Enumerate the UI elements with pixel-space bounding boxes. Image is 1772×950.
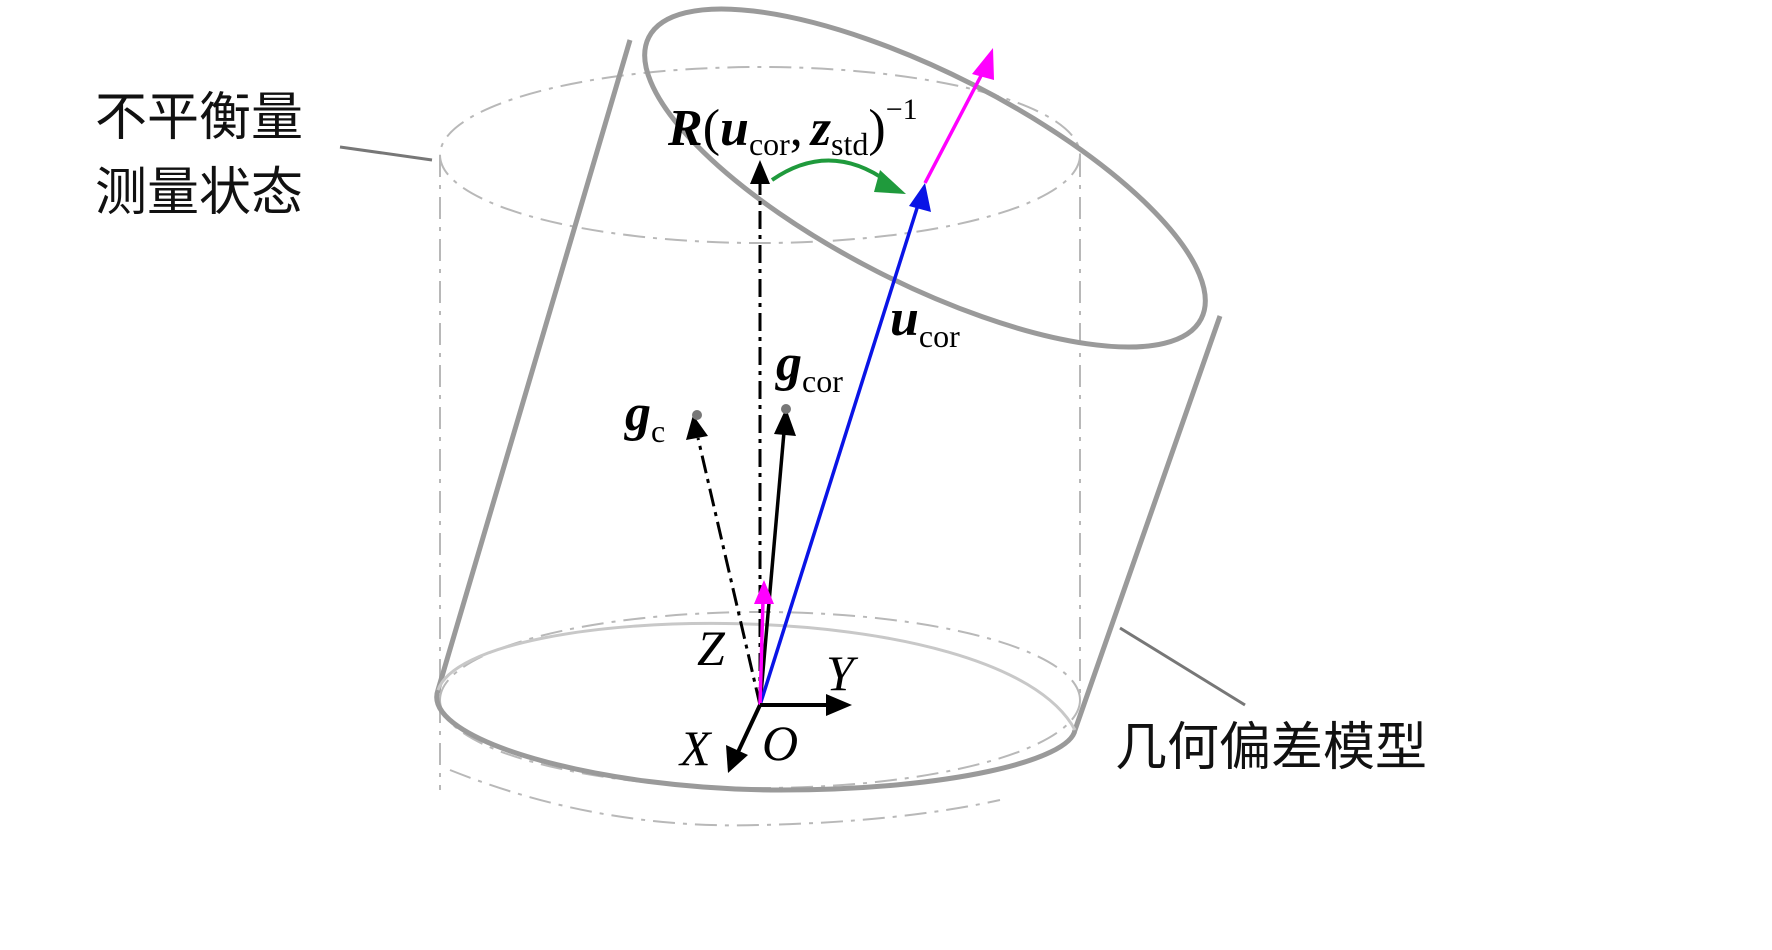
cor-subscript: cor [749,126,790,162]
unbalanced-state-label-line2: 测量状态 [95,163,303,223]
ucor-vector-arrowhead-icon [909,183,931,212]
y-axis-arrowhead-icon [826,694,852,716]
std-subscript: std [831,126,868,162]
geometric-model-label: 几何偏差模型 [1115,718,1427,778]
gcor-vector [758,431,786,706]
x-axis-arrow [736,704,762,753]
gc-vector-arrowhead-icon [686,415,708,440]
magenta-top-arrowhead-icon [972,48,994,80]
ucor-label: ucor [890,290,960,354]
open-paren: ( [703,100,720,157]
gc-subscript: c [651,413,665,449]
gc-vector [696,437,762,706]
geometric-model-leader [1119,626,1246,707]
unbalanced-state-label-line1: 不平衡量 [95,88,303,148]
tilted-deviation-cylinder [434,6,1223,793]
rotation-arc [770,158,890,184]
ucor-subscript: cor [919,318,960,354]
rotation-formula-label: R(ucor,zstd)−1 [667,93,918,162]
gc-label: gc [624,385,665,449]
magenta-origin-arrowhead-icon [754,580,774,604]
unbalanced-state-leader [339,145,433,162]
close-paren: ) [868,100,885,157]
ucor-vector [758,204,920,706]
x-axis-arrowhead-icon [726,745,748,773]
magenta-origin-vector [758,599,765,706]
x-axis-label: X [678,720,713,776]
gcor-vector-arrowhead-icon [774,408,796,436]
tilted-cylinder-bottom-front-arc [434,689,1078,793]
magenta-top-vector [923,71,985,184]
origin-label: O [762,715,798,771]
R-symbol: R [667,100,703,157]
y-axis-label: Y [826,645,859,701]
gc-point-dot-marker-icon [692,410,702,420]
gc-g-symbol: g [624,385,651,442]
gcor-label: gcor [775,335,843,399]
ucor-u-symbol: u [890,290,919,347]
gcor-g-symbol: g [775,335,802,392]
leader-lines [339,145,1246,707]
vertical-vector-arrowhead-icon [750,160,770,184]
tilted-cylinder-top-ellipse [642,6,1208,350]
gcor-point-dot-marker-icon [781,404,791,414]
z-symbol: z [809,100,832,157]
u-symbol: u [720,100,749,157]
upright-cylinder-lower-lip [449,769,1001,827]
tilted-cylinder-left-edge [435,39,633,691]
vectors [686,48,994,773]
rotation-arc-arrowhead-icon [874,170,906,194]
tilted-cylinder-right-edge [1072,315,1223,731]
comma: , [790,100,803,157]
gcor-subscript: cor [802,363,843,399]
z-axis-label: Z [697,620,726,676]
inverse-superscript: −1 [886,93,918,126]
